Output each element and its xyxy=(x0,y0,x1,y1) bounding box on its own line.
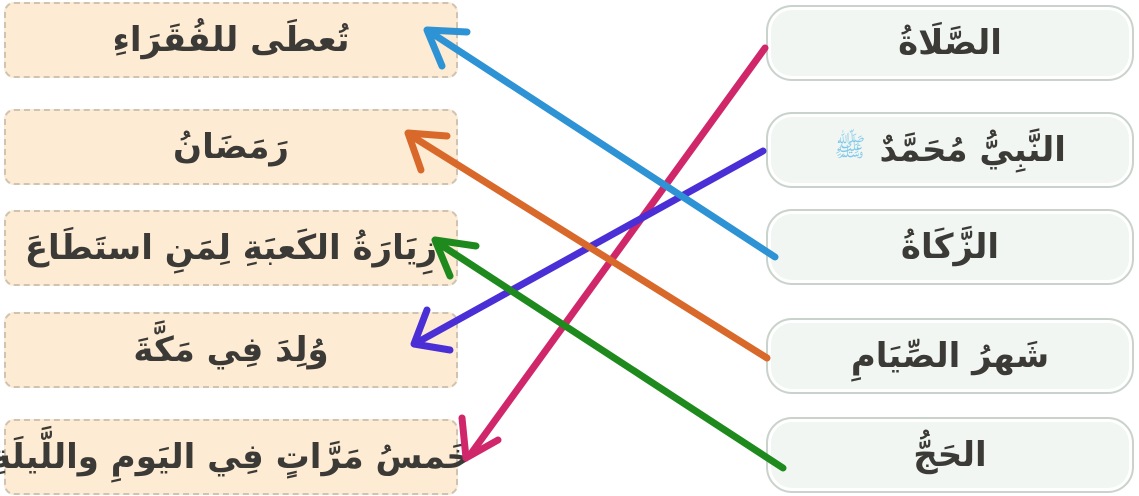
answer-label: تُعطَى للفُقَرَاءِ xyxy=(112,20,350,60)
question-label: الزَّكَاةُ xyxy=(900,227,1000,267)
honorific-icon: ﷺ xyxy=(834,133,866,163)
answer-label: وُلِدَ فِي مَكَّةَ xyxy=(133,330,329,370)
question-label: الصَّلَاةُ xyxy=(898,23,1002,63)
answer-label: زِيَارَةُ الكَعبَةِ لِمَنِ استَطَاعَ xyxy=(24,228,438,268)
answer-box-kaaba[interactable]: زِيَارَةُ الكَعبَةِ لِمَنِ استَطَاعَ xyxy=(4,210,458,286)
answer-box-makkah[interactable]: وُلِدَ فِي مَكَّةَ xyxy=(4,312,458,388)
question-box-zakah[interactable]: الزَّكَاةُ xyxy=(766,209,1134,285)
arrow-salah xyxy=(458,44,769,462)
question-box-salah[interactable]: الصَّلَاةُ xyxy=(766,5,1134,81)
arrow-siyam xyxy=(404,129,771,362)
answer-label: خَمسُ مَرَّاتٍ فِي اليَومِ واللَّيلَةِ xyxy=(0,437,471,477)
answer-box-five-times[interactable]: خَمسُ مَرَّاتٍ فِي اليَومِ واللَّيلَةِ xyxy=(0,419,471,495)
question-box-prophet[interactable]: النَّبِيُّ مُحَمَّدٌ ﷺ xyxy=(766,112,1134,188)
question-box-siyam[interactable]: شَهرُ الصِّيَامِ xyxy=(766,318,1134,394)
arrow-hajj xyxy=(431,236,787,472)
answer-label: رَمَضَانُ xyxy=(173,127,289,167)
arrow-zakah xyxy=(423,26,779,261)
question-box-hajj[interactable]: الحَجُّ xyxy=(766,417,1134,493)
question-label: النَّبِيُّ مُحَمَّدٌ xyxy=(879,130,1066,170)
answer-box-ramadan[interactable]: رَمَضَانُ xyxy=(4,109,458,185)
question-label: شَهرُ الصِّيَامِ xyxy=(850,336,1050,376)
answer-box-poor[interactable]: تُعطَى للفُقَرَاءِ xyxy=(4,2,458,78)
question-label: الحَجُّ xyxy=(913,435,987,475)
